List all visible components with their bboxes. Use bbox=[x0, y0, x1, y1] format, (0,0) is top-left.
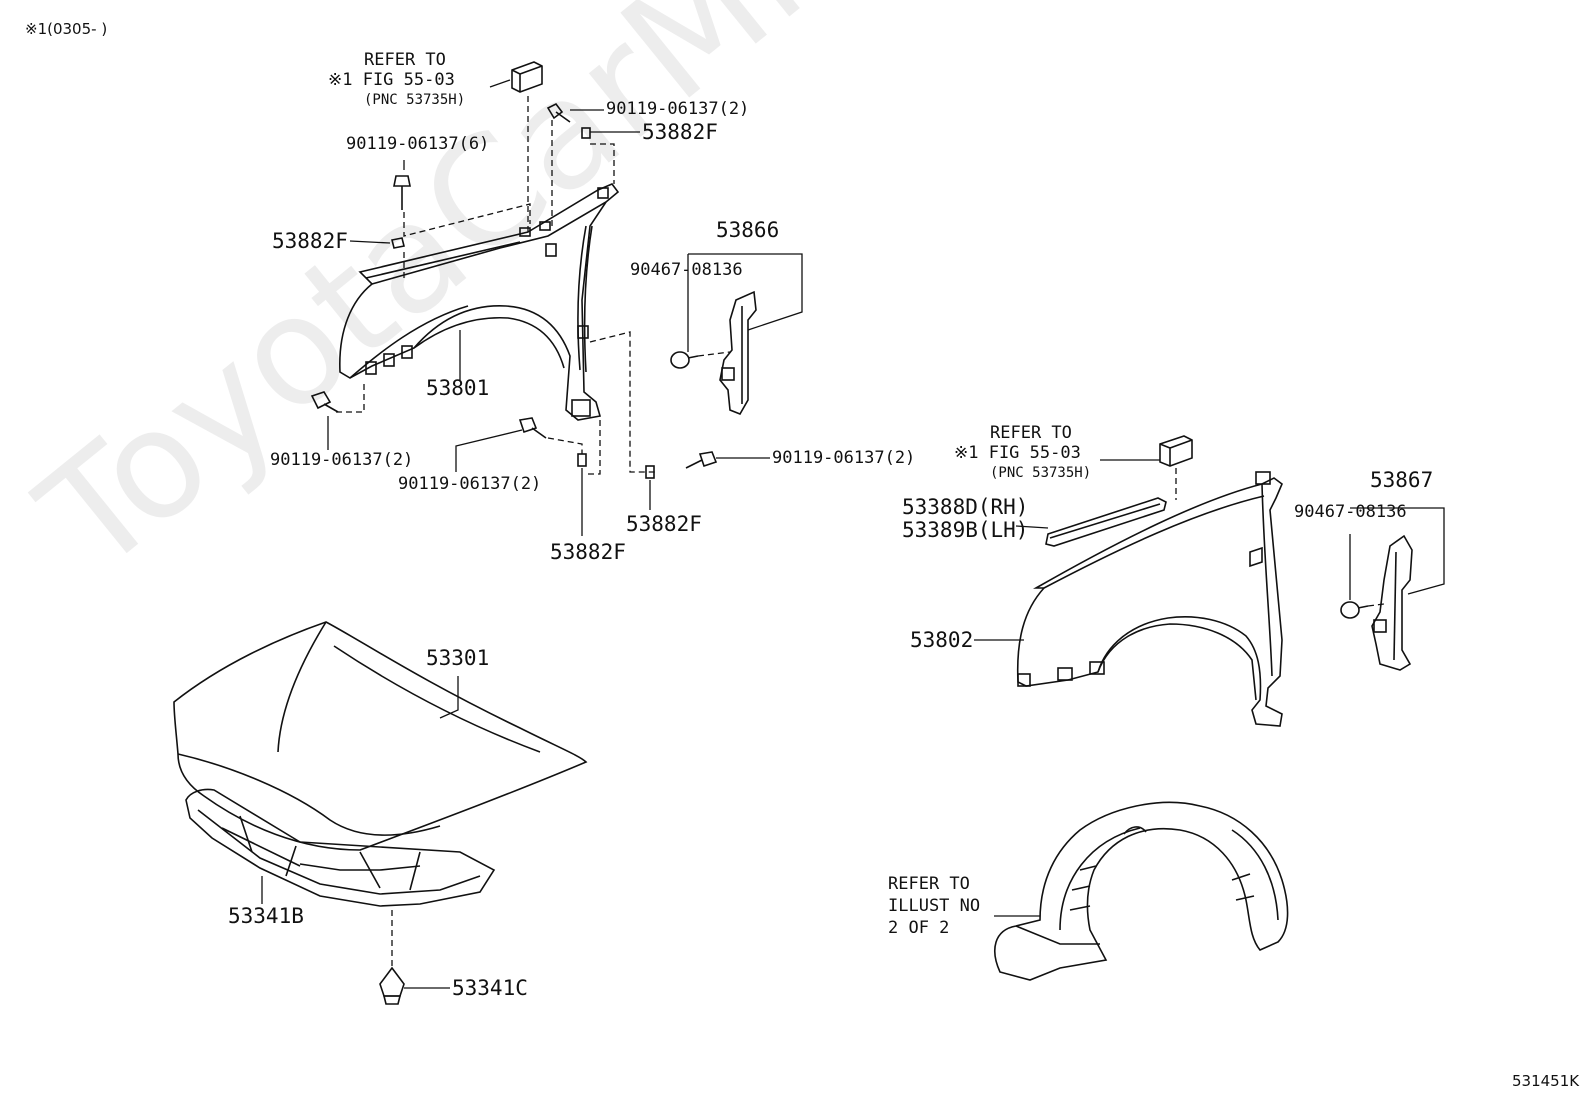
moulding-seal-right bbox=[1159, 435, 1193, 467]
ref-upper-line3: (PNC 53735H) bbox=[364, 92, 466, 108]
label-seal-left[interactable]: 53882F bbox=[272, 229, 348, 253]
label-bolt-lower-mid[interactable]: 90119-06137(2) bbox=[398, 474, 542, 494]
leaders-hood bbox=[261, 676, 459, 989]
ref-right-line2: ※1 FIG 55-03 bbox=[954, 443, 1081, 463]
hood-drawing bbox=[173, 621, 588, 851]
label-fender-lh[interactable]: 53801 bbox=[426, 376, 490, 400]
label-seal-lower-mid[interactable]: 53882F bbox=[550, 540, 626, 564]
label-clip-lh[interactable]: 90467-08136 bbox=[630, 260, 743, 280]
bolts-lh bbox=[310, 102, 718, 479]
ref-liner-line3: 2 OF 2 bbox=[888, 918, 950, 938]
label-bracket-rh[interactable]: 53867 bbox=[1370, 468, 1434, 492]
label-fender-rh[interactable]: 53802 bbox=[910, 628, 974, 652]
label-bolt-lower-right[interactable]: 90119-06137(2) bbox=[772, 448, 916, 468]
fender-lh-drawing bbox=[339, 183, 620, 421]
leaders-rh bbox=[974, 459, 1445, 641]
ref-right-line1: REFER TO bbox=[990, 423, 1072, 443]
label-hood-insulator[interactable]: 53341B bbox=[228, 904, 304, 928]
moulding-strip-drawing bbox=[1045, 497, 1167, 547]
fender-rh-drawing bbox=[1016, 471, 1283, 727]
bracket-lh-drawing bbox=[670, 290, 757, 416]
bracket-rh-drawing bbox=[1340, 534, 1413, 671]
label-seal-lower-right[interactable]: 53882F bbox=[626, 512, 702, 536]
label-seal-top[interactable]: 53882F bbox=[642, 120, 718, 144]
fender-liner-drawing bbox=[994, 801, 1289, 981]
hood-insulator-drawing bbox=[185, 788, 496, 907]
illustration-id: 531451K bbox=[1512, 1072, 1580, 1090]
label-moulding-lh[interactable]: 53389B(LH) bbox=[902, 518, 1029, 542]
ref-liner-line2: ILLUST NO bbox=[888, 896, 981, 916]
label-hood[interactable]: 53301 bbox=[426, 646, 490, 670]
ref-right-line3: (PNC 53735H) bbox=[990, 465, 1092, 481]
label-moulding-rh[interactable]: 53388D(RH) bbox=[902, 495, 1029, 519]
ref-upper-line2: ※1 FIG 55-03 bbox=[328, 70, 455, 90]
insulator-clip-drawing bbox=[379, 966, 405, 1005]
label-bolt-lower-left[interactable]: 90119-06137(2) bbox=[270, 450, 414, 470]
ref-liner-line1: REFER TO bbox=[888, 874, 970, 894]
leaders-lh bbox=[327, 79, 803, 536]
label-bracket-lh[interactable]: 53866 bbox=[716, 218, 780, 242]
label-clip-rh[interactable]: 90467-08136 bbox=[1294, 502, 1407, 522]
label-bolt-top-6[interactable]: 90119-06137(6) bbox=[346, 134, 490, 154]
ref-upper-line1: REFER TO bbox=[364, 50, 446, 70]
label-insulator-clip[interactable]: 53341C bbox=[452, 976, 528, 1000]
label-bolt-top-2[interactable]: 90119-06137(2) bbox=[606, 99, 750, 119]
moulding-seal-top bbox=[511, 61, 543, 93]
applicability-note: ※1(0305- ) bbox=[25, 20, 108, 38]
